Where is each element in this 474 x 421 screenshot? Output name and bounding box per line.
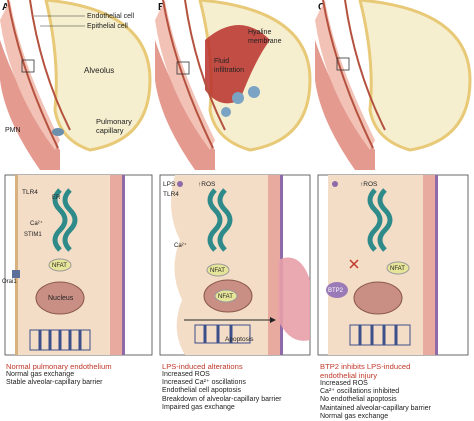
nucleus-a xyxy=(35,281,85,315)
caption-a-line-1: Normal gas exchange xyxy=(6,371,75,378)
caption-c: BTP2 inhibits LPS-induced endothelial in… xyxy=(320,362,472,421)
caption-b-line-1: Increased ROS xyxy=(162,371,210,378)
cell-b-nfat2: NFAT xyxy=(218,294,233,300)
cell-c-btp2: BTP2 xyxy=(328,288,344,294)
caption-c-line-1: Increased ROS xyxy=(320,380,368,387)
caption-b-line-5: Impaired gas exchange xyxy=(162,403,235,411)
cell-b-nfat: NFAT xyxy=(210,268,225,274)
label-fluid-2: infiltration xyxy=(214,67,244,74)
cell-a-ca: Ca²⁺ xyxy=(30,220,43,227)
cell-c-ros: ↑ROS xyxy=(360,181,378,188)
caption-a-title: Normal pulmonary endothelium xyxy=(6,362,112,371)
caption-b: LPS-induced alterations Increased ROS In… xyxy=(162,362,316,412)
cell-a-stim1: STIM1 xyxy=(24,232,42,238)
caption-b-line-4: Breakdown of alveolar-capillary barrier xyxy=(162,395,282,403)
panel-a-top: A Endothelial cell Epithelial cell Alveo… xyxy=(0,0,152,170)
label-endothelial: Endothelial cell xyxy=(87,13,135,20)
caption-c-line-3: No endothelial apoptosis xyxy=(320,396,397,404)
vessel-a xyxy=(0,40,60,170)
panel-b-top: B Hyaline membrane Fluid infiltration xyxy=(155,0,312,170)
cell-a-tlr4: TLR4 xyxy=(22,189,38,196)
label-pmn: PMN xyxy=(5,127,21,134)
panel-a-cell: TLR4 ER Ca²⁺ STIM1 NFAT Nucleus Orai1 xyxy=(2,174,153,356)
nfat-a xyxy=(48,258,72,272)
caption-c-title-2: endothelial injury xyxy=(320,371,377,380)
caption-c-line-2: Ca²⁺ oscillations inhibited xyxy=(320,388,400,396)
alveolus-c xyxy=(358,0,472,152)
btp2-blob xyxy=(326,282,348,298)
cell-b-ca: Ca²⁺ xyxy=(174,242,187,249)
label-epithelial: Epithelial cell xyxy=(87,23,128,30)
label-capillary-1: Pulmonary xyxy=(96,117,132,126)
zoom-box-a xyxy=(21,59,35,73)
cell-b-tlr4: TLR4 xyxy=(163,191,179,198)
panel-c-top: C xyxy=(315,0,472,170)
cell-b-lps: LPS xyxy=(163,181,176,188)
label-fluid-1: Fluid xyxy=(214,58,229,65)
caption-c-line-4: Maintained alveolar-capillary barrier xyxy=(320,404,431,412)
zoom-box-b xyxy=(176,61,190,75)
label-alveolus: Alveolus xyxy=(84,66,114,75)
caption-b-line-3: Endothelial cell apoptosis xyxy=(162,387,241,395)
cell-a-er: ER xyxy=(52,195,61,201)
label-hyaline-2: membrane xyxy=(248,38,282,45)
cell-b-apoptosis: Apoptosis xyxy=(225,336,254,343)
cell-c-nfat: NFAT xyxy=(390,266,405,272)
zoom-box-c xyxy=(336,57,350,71)
label-capillary-2: capillary xyxy=(96,126,124,135)
caption-b-line-2: Increased Ca²⁺ oscillations xyxy=(162,379,246,387)
panel-b-cell: LPS ↑ROS TLR4 Ca²⁺ NFAT NFAT Apoptosis xyxy=(159,174,311,356)
caption-c-line-5: Normal gas exchange xyxy=(320,412,389,420)
panel-c-cell: ↑ROS BTP2 NFAT xyxy=(317,174,469,356)
caption-a: Normal pulmonary endothelium Normal gas … xyxy=(6,362,156,387)
caption-c-title-1: BTP2 inhibits LPS-induced xyxy=(320,362,411,371)
caption-b-title: LPS-induced alterations xyxy=(162,362,243,371)
label-hyaline-1: Hyaline xyxy=(248,29,271,36)
cell-a-orai1: Orai1 xyxy=(2,279,17,285)
cell-b-ros: ↑ROS xyxy=(198,181,216,188)
cell-a-nucleus: Nucleus xyxy=(48,295,74,302)
caption-a-line-2: Stable alveolar-capillary barrier xyxy=(6,379,103,387)
alveolus-a xyxy=(44,0,152,152)
panel-a-letter: A xyxy=(2,2,9,13)
cell-a-nfat: NFAT xyxy=(52,263,67,269)
